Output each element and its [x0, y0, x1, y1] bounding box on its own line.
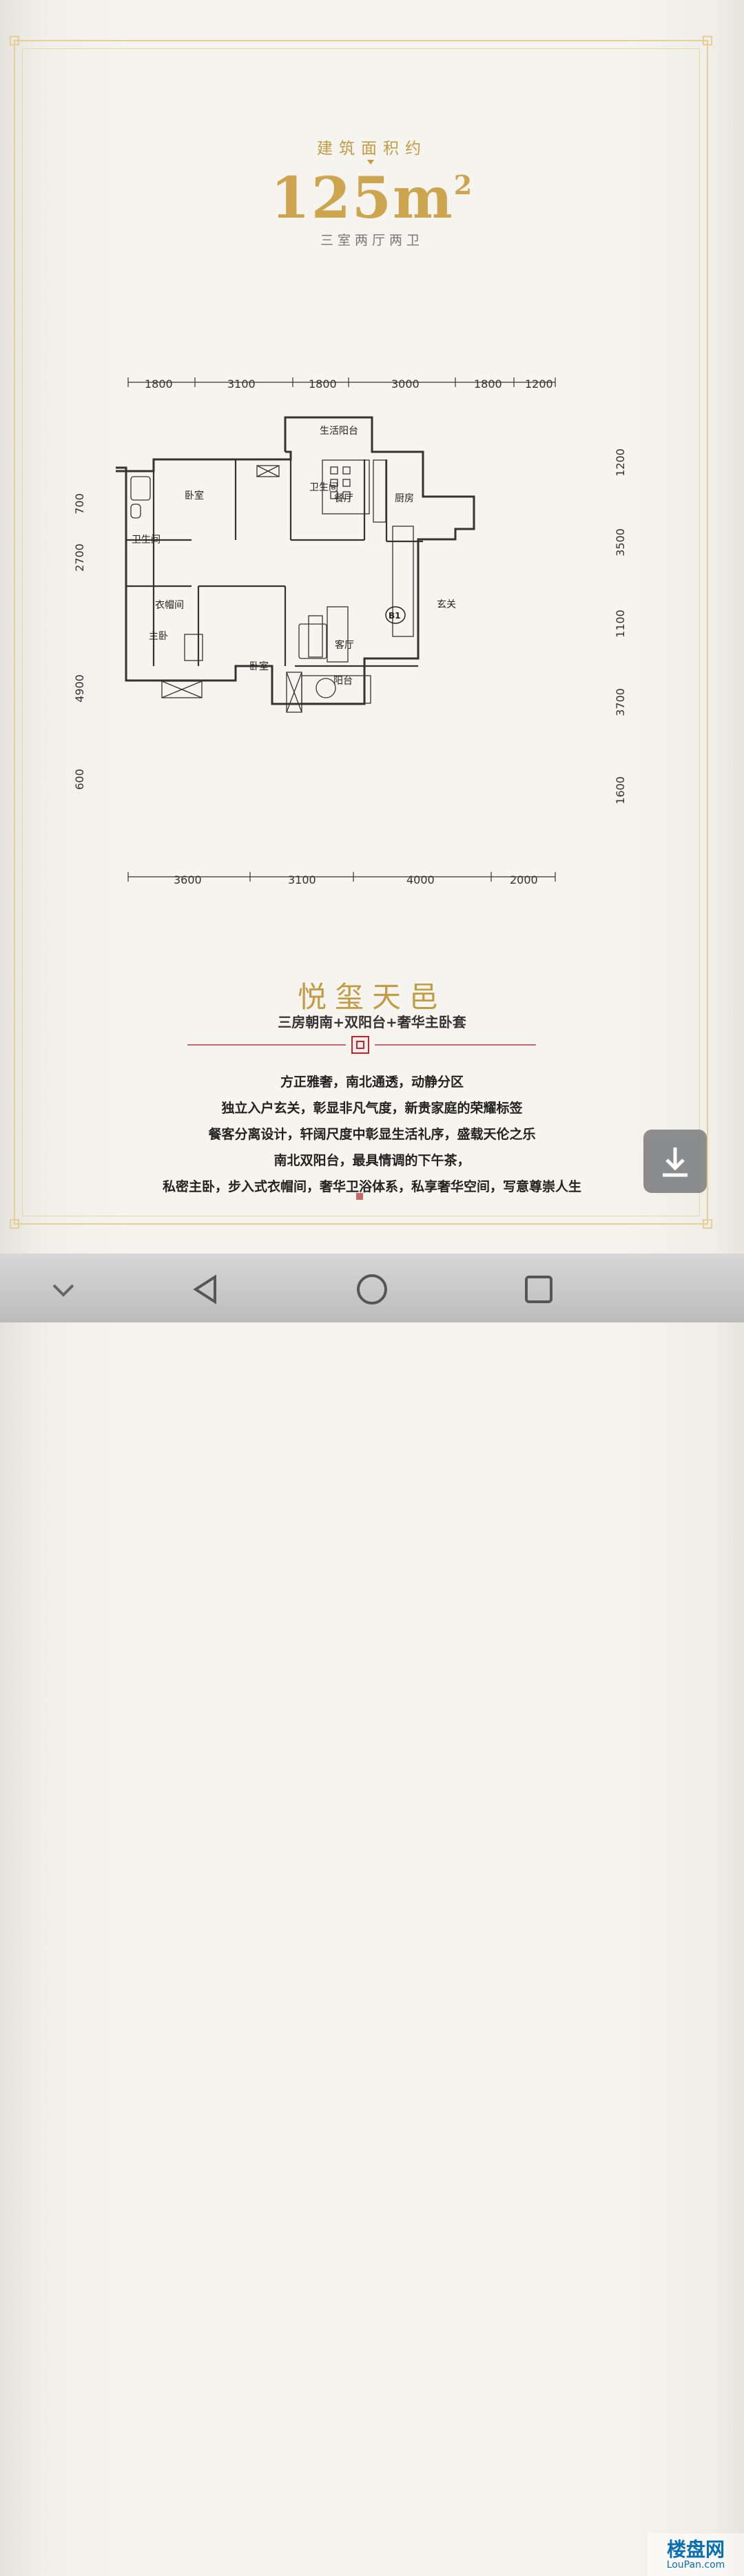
dim-left-1: 700 [72, 493, 86, 515]
home-icon[interactable] [351, 1269, 393, 1310]
dim-bottom-4: 2000 [510, 873, 538, 886]
download-icon [663, 1147, 688, 1177]
room-label-living: 客厅 [335, 639, 354, 651]
watermark: 楼盘网 LouPan.com [648, 2533, 744, 2576]
area-value: 125m2 [0, 165, 744, 231]
fixtures [130, 459, 414, 713]
watermark-name: 楼盘网 [666, 2538, 725, 2561]
download-button[interactable] [643, 1130, 707, 1193]
dim-top-6: 1200 [525, 377, 553, 391]
area-label: 建筑面积约 [317, 140, 427, 158]
inner-walls [126, 459, 423, 667]
frame-corner [10, 36, 19, 45]
room-label-foyer: 玄关 [437, 599, 456, 610]
dim-top-3: 1800 [309, 377, 337, 391]
description-line-2: 独立入户玄关，彰显非凡气度，新贵家庭的荣耀标签 [221, 1101, 523, 1116]
back-icon[interactable] [186, 1269, 227, 1310]
dim-top-4: 3000 [391, 377, 420, 391]
dim-bottom-1: 3600 [174, 873, 202, 886]
dim-top-1: 1800 [145, 377, 173, 391]
unit-tag-text: B1 [389, 611, 401, 621]
room-label-bedroom-2: 卧室 [249, 661, 269, 672]
navigation-bar: 楼盘网 LouPan.com [0, 1254, 744, 2576]
dim-right-4: 3700 [613, 688, 627, 716]
area-unit-superscript: 2 [453, 169, 474, 200]
dim-right-3: 1100 [613, 610, 627, 638]
caret-down-icon [367, 160, 374, 165]
room-label-kitchen: 厨房 [395, 493, 414, 504]
description-line-5: 私密主卧，步入式衣帽间，奢华卫浴体系，私享奢华空间，写意尊崇人生 [162, 1179, 581, 1194]
watermark-url: LouPan.com [666, 2559, 725, 2570]
description-line-1: 方正雅奢，南北通透，动静分区 [280, 1074, 464, 1090]
inner-frame [22, 48, 700, 1216]
room-label-balcony-bottom: 阳台 [333, 676, 353, 687]
dim-left-2: 2700 [72, 543, 86, 572]
divider-left [187, 1044, 346, 1046]
room-label-bathroom-1: 卫生间 [132, 534, 161, 546]
end-mark [356, 1193, 363, 1200]
frame-corner [703, 36, 712, 45]
project-name: 悦玺天邑 [297, 980, 446, 1014]
dim-bottom-3: 4000 [406, 873, 435, 886]
dim-right-5: 1600 [613, 776, 627, 804]
dim-top-5: 1800 [474, 377, 502, 391]
divider-right [375, 1044, 536, 1046]
dim-right-1: 1200 [613, 448, 627, 477]
walls [116, 416, 475, 705]
frame-corner [10, 1219, 19, 1229]
area-number: 125m [270, 165, 454, 231]
dim-right-2: 3500 [613, 528, 627, 557]
dim-left-3: 4900 [72, 674, 86, 703]
room-label-balcony-top: 生活阳台 [320, 426, 358, 437]
dim-left-4: 600 [72, 769, 86, 790]
unit-tag: B1 [385, 606, 406, 624]
floor-plan[interactable]: 生活阳台 卧室 卫生间 卫生间 餐厅 厨房 玄关 衣帽间 主卧 卧室 客厅 阳台… [116, 369, 584, 893]
project-tagline: 三房朝南+双阳台+奢华主卧套 [278, 1014, 466, 1030]
dimension-bottom [127, 872, 556, 882]
collapse-icon[interactable] [43, 1269, 84, 1310]
dimension-top [127, 377, 556, 387]
dim-top-2: 3100 [227, 377, 256, 391]
seal-icon [351, 1036, 369, 1054]
outer-frame [14, 40, 708, 1225]
room-label-closet: 衣帽间 [155, 600, 184, 611]
description-line-3: 餐客分离设计，轩阔尺度中彰显生活礼序，盛载天伦之乐 [208, 1127, 536, 1142]
room-label-bathroom-2: 卫生间 [309, 482, 338, 493]
layout-type: 三室两厅两卫 [320, 233, 424, 248]
recents-icon[interactable] [518, 1269, 559, 1310]
room-label-bedroom-1: 卧室 [185, 490, 204, 501]
description-line-4: 南北双阳台，最具情调的下午茶， [273, 1153, 471, 1168]
room-label-master: 主卧 [149, 631, 168, 642]
room-label-dining: 餐厅 [334, 493, 353, 504]
frame-corner [703, 1219, 712, 1229]
dim-bottom-2: 3100 [288, 873, 316, 886]
